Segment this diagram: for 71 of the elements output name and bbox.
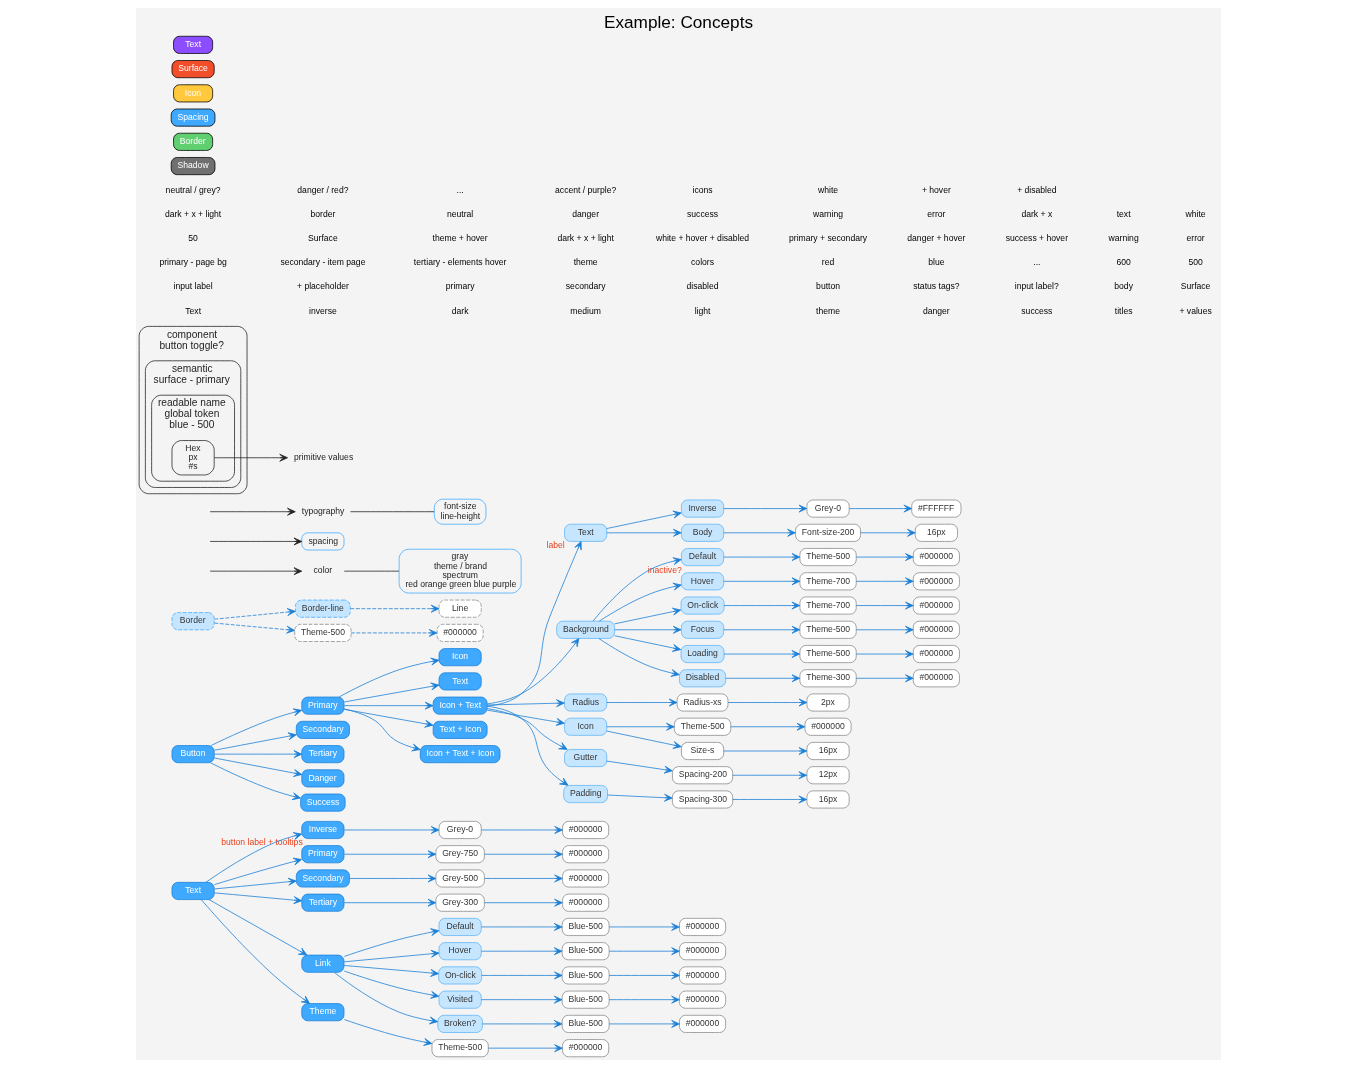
label: + hover — [921, 184, 951, 195]
label: secondary — [565, 281, 605, 292]
label: tertiary - elements hover — [413, 257, 506, 268]
node-label: label — [546, 540, 565, 551]
label: medium — [569, 305, 601, 316]
node-label: button label + tooltips — [220, 837, 303, 848]
legend-label: Shadow — [177, 160, 209, 171]
label: border — [309, 208, 335, 219]
label: input label? — [1014, 281, 1059, 292]
label: theme + hover — [432, 232, 488, 243]
label: neutral / grey? — [165, 184, 221, 195]
label: text — [1116, 208, 1131, 219]
label: 600 — [1115, 257, 1131, 268]
label: Surface — [307, 232, 338, 243]
label: titles — [1114, 305, 1132, 316]
label: neutral — [446, 208, 473, 219]
label: danger / red? — [296, 184, 348, 195]
label: Text — [184, 305, 201, 316]
legend-label: Spacing — [177, 111, 209, 122]
label: theme — [573, 257, 598, 268]
label: warning — [812, 208, 843, 219]
label: inverse — [308, 305, 337, 316]
label: error — [926, 208, 945, 219]
label: disabled — [686, 281, 719, 292]
label: red — [821, 257, 834, 268]
label: blue — [927, 257, 944, 268]
label: dark + x — [1020, 208, 1052, 219]
label: accent / purple? — [554, 184, 616, 195]
label: ... — [456, 184, 464, 195]
label: 50 — [187, 232, 198, 243]
label: colors — [690, 257, 714, 268]
label: dark + x + light — [164, 208, 221, 219]
legend-label: Icon — [184, 87, 201, 98]
label: dark + x + light — [556, 232, 614, 243]
label: error — [1186, 232, 1205, 243]
label: primary — [445, 281, 474, 292]
label: secondary - item page — [279, 257, 365, 268]
label: success + hover — [1005, 232, 1068, 243]
label: + placeholder — [296, 281, 349, 292]
label: danger — [571, 208, 599, 219]
label: danger + hover — [906, 232, 965, 243]
label: white + hover + disabled — [655, 232, 749, 243]
label: white — [817, 184, 838, 195]
label: dark — [451, 305, 468, 316]
label: icons — [692, 184, 713, 195]
label: danger — [922, 305, 950, 316]
label: body — [1113, 281, 1133, 292]
label: warning — [1108, 232, 1139, 243]
label: Surface — [1180, 281, 1210, 292]
label: success — [1020, 305, 1052, 316]
label: white — [1185, 208, 1206, 219]
label: success — [686, 208, 718, 219]
label: theme — [815, 305, 840, 316]
label: primary - page bg — [158, 257, 227, 268]
legend-label: Border — [179, 136, 206, 147]
node-label: inactive? — [647, 564, 682, 575]
label: primary + secondary — [788, 232, 867, 243]
node-text: primitive values — [293, 451, 353, 462]
node-text: typography — [301, 505, 344, 516]
label: + values — [1178, 305, 1212, 316]
label: ... — [1032, 257, 1040, 268]
label: light — [694, 305, 710, 316]
label: input label — [172, 281, 213, 292]
label: + disabled — [1016, 184, 1057, 195]
legend-label: Text — [184, 39, 201, 50]
node-text: color — [313, 565, 332, 576]
label: status tags? — [912, 281, 960, 292]
diagram-title: Example: Concepts — [603, 12, 753, 33]
legend-label: Surface — [177, 63, 208, 74]
label: button — [815, 281, 840, 292]
label: 500 — [1187, 257, 1203, 268]
